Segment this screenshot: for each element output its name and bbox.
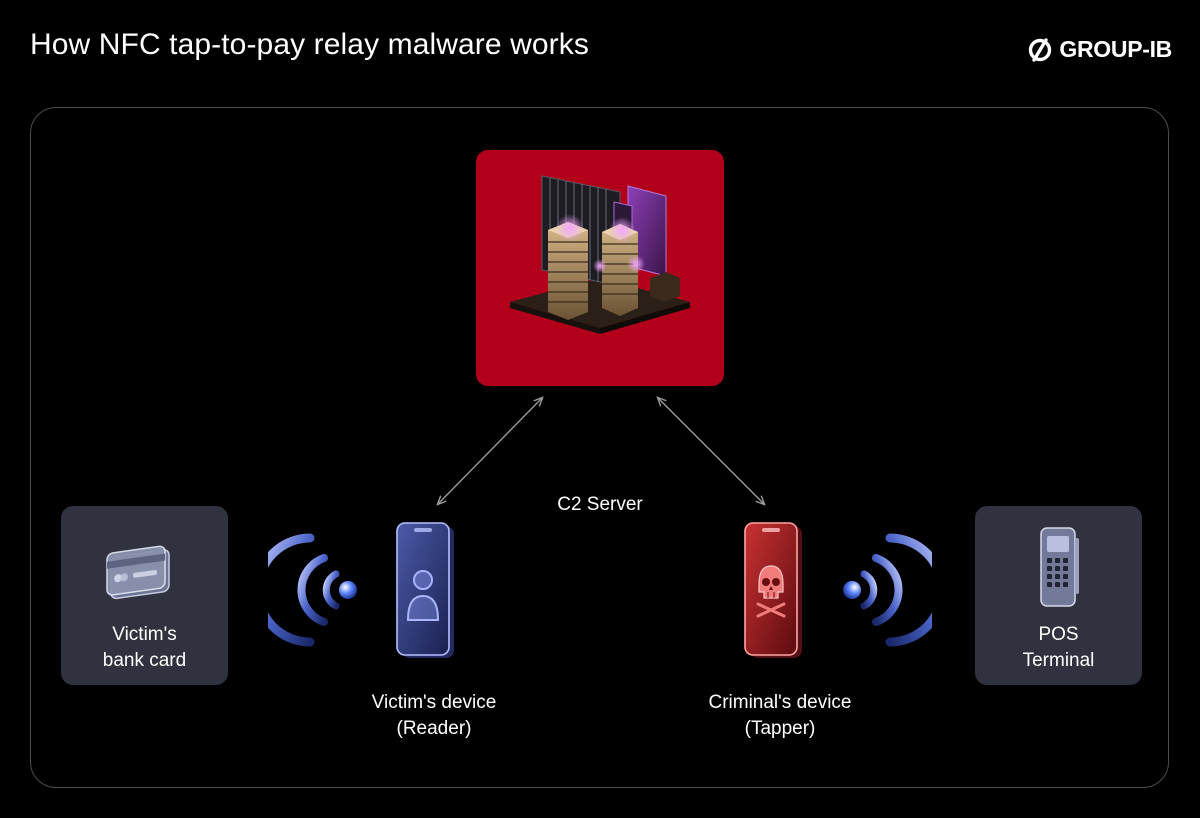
bank-card-icon — [106, 545, 170, 600]
logo-icon — [1029, 37, 1052, 62]
nfc-waves-icon — [843, 533, 932, 647]
victim-bank-card-box: Victim's bank card — [61, 506, 228, 685]
diagram-frame — [30, 107, 1169, 788]
pos-terminal-box: POS Terminal — [975, 506, 1142, 685]
user-phone-icon — [396, 522, 454, 658]
pos-terminal-icon — [1040, 527, 1079, 607]
victim-device-label: Victim's device (Reader) — [371, 692, 497, 739]
c2-server-box: C2 Server — [476, 150, 724, 515]
skull-phone-icon — [744, 522, 802, 658]
logo-text: GROUP-IB — [1059, 36, 1172, 62]
nfc-waves-icon — [268, 533, 357, 647]
server-datacenter-icon — [510, 175, 690, 334]
pos-terminal-label: POS Terminal — [1022, 624, 1095, 671]
c2-server-label: C2 Server — [557, 494, 643, 515]
group-ib-logo: GROUP-IB — [1027, 36, 1172, 63]
criminal-device-label: Criminal's device (Tapper) — [708, 692, 852, 739]
page-title: How NFC tap-to-pay relay malware works — [30, 28, 589, 61]
victim-bank-card-label: Victim's bank card — [102, 624, 187, 671]
